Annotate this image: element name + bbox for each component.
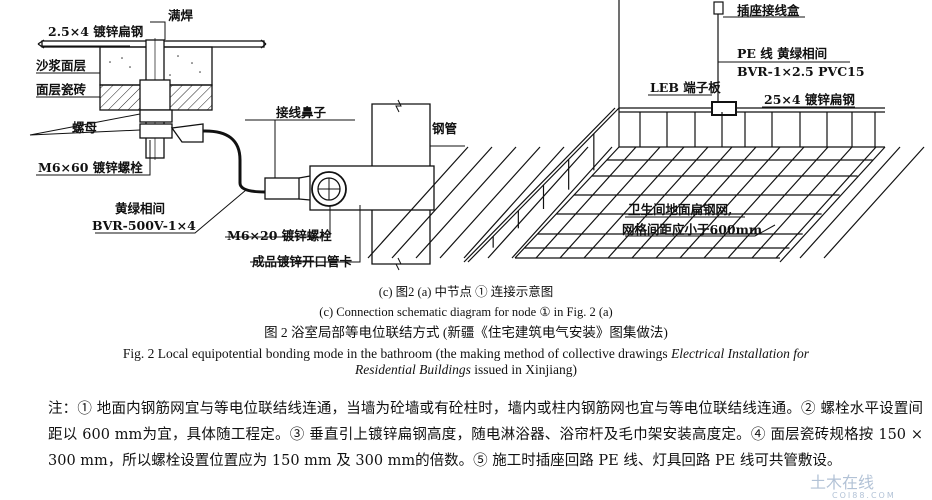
label-clamp: 成品镀锌开口管卡 — [252, 254, 353, 269]
watermark-sub: COI88.COM — [832, 491, 896, 500]
floor-mesh-line — [463, 146, 565, 259]
label-wire-color: 黄绿相间 — [115, 201, 165, 216]
connection-detail-labels: 2.5×4 镀锌扁钢 满焊 沙浆面层 面层瓷砖 螺母 M6×60 镀锌螺栓 接线… — [36, 8, 457, 269]
leb-terminal-board — [711, 101, 737, 116]
nut — [139, 109, 173, 123]
floor-mesh-line — [727, 146, 829, 259]
perspective-labels: 插座接线盒 PE 线 黄绿相间 BVR-1×2.5 PVC15 LEB 端子板 … — [622, 3, 865, 237]
floor-mesh-line — [655, 146, 757, 259]
figure-caption-cn: 图 2 浴室局部等电位联结方式 (新疆《住宅建筑电气安装》图集做法) — [264, 325, 668, 340]
label-mesh-1: 卫生间地面扁钢网, — [628, 202, 732, 217]
label-tile: 面层瓷砖 — [36, 82, 87, 97]
figure-caption-en: Fig. 2 Local equipotential bonding mode … — [0, 346, 932, 378]
label-mortar: 沙浆面层 — [36, 58, 87, 73]
label-bolt-m6x20: M6×20 镀锌螺栓 — [227, 228, 332, 243]
watermark-text: 土木在线 — [810, 473, 875, 492]
label-nut: 螺母 — [72, 120, 98, 135]
floor-mesh-line — [415, 146, 517, 259]
lug — [264, 177, 300, 200]
connection-detail-drawing — [29, 21, 465, 271]
label-mesh-2: 网格间距应小于600mm — [622, 222, 762, 237]
subcaption-cn: (c) 图2 (a) 中节点 ① 连接示意图 — [378, 285, 554, 299]
floor-mesh-line — [823, 146, 925, 259]
floor-mesh-line — [703, 146, 805, 259]
floor-mesh-line — [439, 146, 541, 259]
caption-en-italic: Residential Buildings — [355, 362, 471, 377]
floor-mesh-line — [487, 146, 589, 259]
notes: 注：① 地面内钢筋网宜与等电位联结线连通，当墙为砼墙或有砼柱时，墙内或柱内钢筋网… — [18, 396, 923, 474]
label-leb: LEB 端子板 — [650, 80, 721, 95]
floor-mesh-line — [631, 146, 733, 259]
label-socket-box: 插座接线盒 — [737, 3, 800, 18]
technical-drawing: 2.5×4 镀锌扁钢 满焊 沙浆面层 面层瓷砖 螺母 M6×60 镀锌螺栓 接线… — [29, 0, 925, 271]
floor-mesh-line — [607, 146, 709, 259]
notes-text: 注：① 地面内钢筋网宜与等电位联结线连通，当墙为砼墙或有砼柱时，墙内或柱内钢筋网… — [48, 401, 923, 469]
floor-mesh-line — [559, 146, 661, 259]
socket-box — [713, 1, 724, 15]
floor-mesh-line — [799, 146, 901, 259]
floor-mesh-line — [679, 146, 781, 259]
floor-mesh-line — [391, 146, 493, 259]
label-steel-pipe: 钢管 — [432, 121, 457, 136]
label-wire-spec: BVR-500V-1×4 — [92, 218, 196, 233]
floor-mesh-line — [511, 146, 613, 259]
label-pe-wire: PE 线 黄绿相间 — [737, 46, 827, 61]
floor-mesh-line — [775, 146, 877, 259]
caption-en-text: issued in Xinjiang) — [470, 362, 577, 377]
steel-pipe — [371, 103, 431, 265]
cable — [202, 129, 266, 194]
floor-mesh-line — [583, 146, 685, 259]
bathroom-bonding-perspective — [367, 0, 925, 263]
label-weld: 满焊 — [168, 8, 194, 23]
label-flat-steel: 2.5×4 镀锌扁钢 — [48, 24, 143, 39]
floor-mesh-line — [535, 146, 637, 259]
label-pe-spec: BVR-1×2.5 PVC15 — [737, 64, 865, 79]
floor-mesh-line — [751, 146, 853, 259]
caption-en-italic: Electrical Installation for — [671, 346, 810, 361]
floor-mesh-line — [367, 146, 469, 259]
subcaption-en: (c) Connection schematic diagram for nod… — [319, 305, 613, 319]
label-lug: 接线鼻子 — [276, 105, 327, 120]
nut — [139, 123, 173, 139]
label-flat-steel-25x4: 25×4 镀锌扁钢 — [764, 92, 855, 107]
caption-en-text: Fig. 2 Local equipotential bonding mode … — [122, 346, 672, 361]
label-bolt-m6x60: M6×60 镀锌螺栓 — [38, 160, 143, 175]
